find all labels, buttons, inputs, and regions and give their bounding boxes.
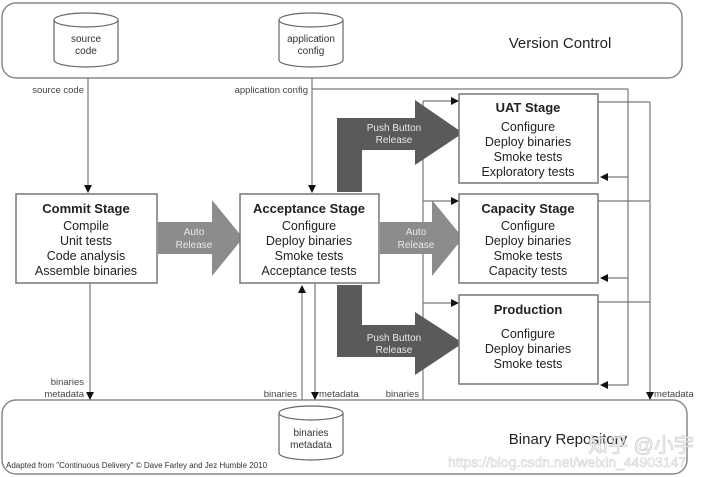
binary-repository-box <box>1 399 688 475</box>
repo-label-line2: config <box>298 46 325 57</box>
watermark: 知乎 @小宇 https://blog.csdn.net/weixin_4490… <box>448 434 695 471</box>
uat-stage[interactable]: UAT Stage Configure Deploy binaries Smok… <box>458 93 599 184</box>
binary-repository-title: Binary Repository <box>509 431 628 448</box>
stage-item: Configure <box>282 219 336 233</box>
database-icon <box>278 20 344 68</box>
binaries-metadata-store[interactable]: binaries metadata <box>278 405 344 461</box>
stage-title: Capacity Stage <box>481 201 574 216</box>
stage-item: Smoke tests <box>494 150 563 164</box>
stage-item: Compile <box>63 219 109 233</box>
stage-item: Deploy binaries <box>266 234 352 248</box>
csdn-url-watermark: https://blog.csdn.net/weixin_44903147 <box>448 454 686 470</box>
production-stage[interactable]: Production Configure Deploy binaries Smo… <box>458 294 599 385</box>
commit-stage-box <box>15 193 158 284</box>
capacity-stage[interactable]: Capacity Stage Configure Deploy binaries… <box>458 193 599 284</box>
version-control-title: Version Control <box>509 35 612 52</box>
stage-item: Unit tests <box>60 234 112 248</box>
stage-item: Smoke tests <box>275 249 344 263</box>
stage-item: Deploy binaries <box>485 342 571 356</box>
database-icon <box>53 20 119 68</box>
binary-repository-region: Binary Repository binaries metadata Adap… <box>1 399 688 475</box>
acceptance-stage[interactable]: Acceptance Stage Configure Deploy binari… <box>239 193 380 284</box>
stage-item: Acceptance tests <box>261 264 356 278</box>
acceptance-stage-box <box>239 193 380 284</box>
stage-title: Production <box>494 302 563 317</box>
store-label-line1: binaries <box>293 428 328 439</box>
arrow-label-line2: Release <box>398 240 435 251</box>
stage-title: UAT Stage <box>496 100 561 115</box>
stage-title: Commit Stage <box>42 201 129 216</box>
database-icon <box>278 413 344 461</box>
arrow-right-icon <box>158 200 243 276</box>
stage-item: Capacity tests <box>489 264 568 278</box>
stage-item: Exploratory tests <box>481 165 574 179</box>
production-stage-box <box>458 294 599 385</box>
auto-release-arrow-2[interactable]: Auto Release <box>380 200 463 276</box>
stage-item: Assemble binaries <box>35 264 137 278</box>
stage-item: Deploy binaries <box>485 135 571 149</box>
arrow-label-line2: Release <box>176 240 213 251</box>
zhihu-watermark: 知乎 @小宇 <box>588 434 694 457</box>
arrow-label-line1: Auto <box>184 227 205 238</box>
downstream-binaries-label: binaries <box>386 389 420 400</box>
stage-item: Deploy binaries <box>485 234 571 248</box>
app-config-flow-label: application config <box>235 85 308 96</box>
commit-binaries-label: binaries <box>51 377 85 388</box>
push-button-release-uat[interactable]: Push Button Release <box>337 100 463 192</box>
repo-label-line2: code <box>75 46 97 57</box>
stage-item: Smoke tests <box>494 357 563 371</box>
arrow-label-line2: Release <box>376 345 413 356</box>
stage-title: Acceptance Stage <box>253 201 365 216</box>
credit-text: Adapted from "Continuous Delivery" © Dav… <box>6 461 268 470</box>
stage-item: Configure <box>501 120 555 134</box>
arrow-label-line1: Auto <box>406 227 427 238</box>
stage-item: Configure <box>501 327 555 341</box>
commit-metadata-label: metadata <box>44 389 84 400</box>
acceptance-metadata-label: metadata <box>319 389 359 400</box>
application-config-repo[interactable]: application config <box>278 12 344 68</box>
push-button-release-production[interactable]: Push Button Release <box>337 285 463 375</box>
capacity-stage-box <box>458 193 599 284</box>
repo-label-line1: source <box>71 34 101 45</box>
store-label-line2: metadata <box>290 440 332 451</box>
bent-arrow-up-right-icon <box>337 100 463 192</box>
source-code-flow-label: source code <box>32 85 84 96</box>
arrow-label-line2: Release <box>376 135 413 146</box>
version-control-region: Version Control source code application … <box>1 2 683 79</box>
release-arrows: Auto Release Auto Release Push Button Re… <box>158 100 463 375</box>
auto-release-arrow-1[interactable]: Auto Release <box>158 200 243 276</box>
arrow-right-icon <box>380 200 463 276</box>
source-code-repo[interactable]: source code <box>53 12 119 68</box>
uat-stage-box <box>458 93 599 184</box>
arrow-label-line1: Push Button <box>367 333 421 344</box>
stage-item: Configure <box>501 219 555 233</box>
bent-arrow-down-right-icon <box>337 285 463 375</box>
stage-item: Code analysis <box>47 249 126 263</box>
arrow-label-line1: Push Button <box>367 123 421 134</box>
commit-stage[interactable]: Commit Stage Compile Unit tests Code ana… <box>15 193 158 284</box>
downstream-metadata-label: metadata <box>654 389 694 400</box>
repo-label-line1: application <box>287 34 335 45</box>
stage-item: Smoke tests <box>494 249 563 263</box>
acceptance-binaries-label: binaries <box>264 389 298 400</box>
